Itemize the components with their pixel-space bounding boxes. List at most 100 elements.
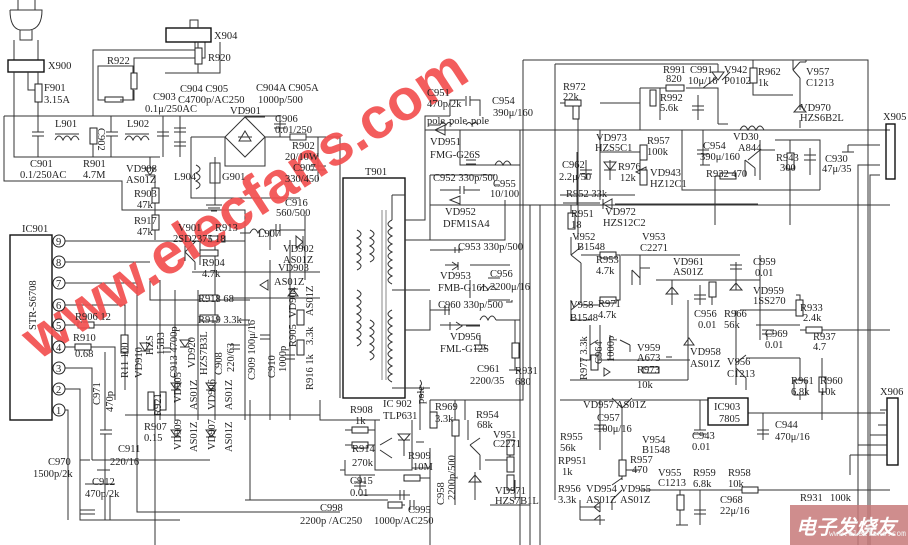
label-r957b-value: 470 [632, 465, 648, 476]
label-vd970-value: HZS6B2L [800, 113, 844, 124]
ic903-regulator [707, 397, 749, 426]
label-c902: C902 [95, 128, 106, 151]
ic901-pin [52, 382, 66, 396]
label-vd955: VD955 [620, 484, 651, 495]
label-vd954: VD954 [586, 484, 618, 495]
label-c913: C913 4700p [169, 326, 180, 378]
label-r905-value: 3.3k [305, 326, 316, 345]
label-c961: C961 [477, 364, 500, 375]
ic901-pin-number: 6 [56, 301, 61, 312]
label-vd920-value: HZS7B3L [199, 331, 210, 375]
label-c955-value: 10/100 [490, 189, 519, 200]
transformer-t901 [342, 177, 406, 399]
label-vd30-value: A844 [738, 143, 762, 154]
label-v953: V953 [642, 232, 665, 243]
label-vd903-value: AS01Z [274, 277, 304, 288]
label-r956-value: 3.3k [558, 495, 577, 506]
label-vd973-value: HZS5C1 [595, 143, 632, 154]
label-r904: R904 [202, 258, 226, 269]
label-vd909: VD909 [173, 419, 184, 450]
ic901-body [9, 234, 53, 421]
label-v954: V954 [642, 435, 666, 446]
label-f901-value: 3.15A [44, 95, 70, 106]
label-c971-value: 470p [105, 391, 116, 412]
label-ic903: IC903 [714, 402, 740, 413]
label-pole: pole [449, 116, 467, 127]
connector-x900 [7, 59, 45, 73]
label-r913: R913 [215, 223, 238, 234]
label-c954a: C954 [492, 96, 516, 107]
label-r959: R959 [693, 468, 716, 479]
label-f901: F901 [44, 83, 66, 94]
ic901-pin [52, 403, 66, 417]
label-c915-value: 0.01 [350, 488, 368, 499]
label-vd901: VD901 [230, 106, 261, 117]
ic901-pin-number: 5 [56, 321, 61, 332]
label-r972: R972 [563, 82, 586, 93]
label-vd970: VD970 [800, 103, 831, 114]
ic901-pin-number: 8 [56, 258, 61, 269]
label-v956: V956 [727, 357, 750, 368]
label-r907-value: 0.15 [144, 433, 162, 444]
label-c959: C959 [753, 257, 776, 268]
label-ic901-value: STR-S6708 [28, 280, 39, 330]
label-c958: C958 [436, 482, 447, 505]
component-labels: X900F9013.15AC9010.1/250ACL901R9014.7MC9… [20, 31, 906, 527]
label-v955: V955 [658, 468, 681, 479]
label-r930-value: 100k [830, 493, 852, 504]
label-vd908-value: AS01Z [126, 175, 156, 186]
label-vd905-value: AS01Z [189, 380, 200, 410]
label-r969-value: 3.3k [435, 414, 454, 425]
label-c968: C968 [720, 495, 743, 506]
label-vd953: VD953 [440, 271, 471, 282]
label-c903-value: 0.1μ/250AC [145, 104, 197, 115]
label-vd952: VD952 [445, 207, 476, 218]
label-r976: R976 [618, 162, 641, 173]
label-v942-value: P0102 [724, 76, 751, 87]
label-vd957: VD957 AS01Z [583, 400, 646, 411]
label-r918: R918 68 [198, 294, 234, 305]
label-v957-value: C1213 [806, 78, 834, 89]
label-c907-value: 330/450 [285, 174, 319, 185]
label-r961-value: 6.8k [791, 387, 810, 398]
label-c951-value: 470p/2k [427, 99, 462, 110]
label-r977: R977 3.3k [579, 335, 590, 380]
label-r921: R921 [153, 393, 164, 416]
label-r962: R962 [758, 67, 781, 78]
label-ic901: IC901 [22, 224, 48, 235]
label-c916: C916 [285, 198, 308, 209]
label-c969: C969 [765, 329, 788, 340]
label-vd971: VD971 [495, 486, 526, 497]
label-vd909-value: AS01Z [189, 422, 200, 452]
label-c944: C944 [775, 420, 799, 431]
label-c958-value: 2200p/500 [447, 455, 458, 500]
label-v955-value: C1213 [658, 478, 686, 489]
label-g901: G901 [222, 172, 245, 183]
label-r913-value: 18 [215, 234, 226, 245]
label-vd951-value: FMG-G26S [430, 150, 480, 161]
label-v954-value: B1548 [642, 445, 670, 456]
label-ic903-value: 7805 [719, 414, 740, 425]
label-c904: C904 C905 [180, 84, 228, 95]
label-vd951: VD951 [430, 137, 461, 148]
label-r976-value: 12k [620, 173, 637, 184]
label-c971: C971 [92, 382, 103, 405]
label-c954b: C954 [703, 141, 727, 152]
label-c930: C930 [825, 154, 848, 165]
label-vd956: VD956 [450, 332, 481, 343]
label-c991-value: 10μ/16 [688, 76, 718, 87]
label-r966: R966 [724, 309, 747, 320]
label-vd959: VD959 [753, 286, 784, 297]
label-l902: L902 [127, 119, 149, 130]
label-r906: R906 12 [75, 312, 111, 323]
label-v958-value: B1548 [570, 313, 598, 324]
label-r960: R960 [820, 376, 843, 387]
label-c930-value: 47μ/35 [822, 164, 852, 175]
label-r917-value: 47k [137, 227, 154, 238]
label-vd961: VD961 [673, 257, 704, 268]
label-r937: R937 [813, 332, 836, 343]
label-v958: V958 [570, 300, 593, 311]
label-rp951-value: 1k [562, 467, 573, 478]
